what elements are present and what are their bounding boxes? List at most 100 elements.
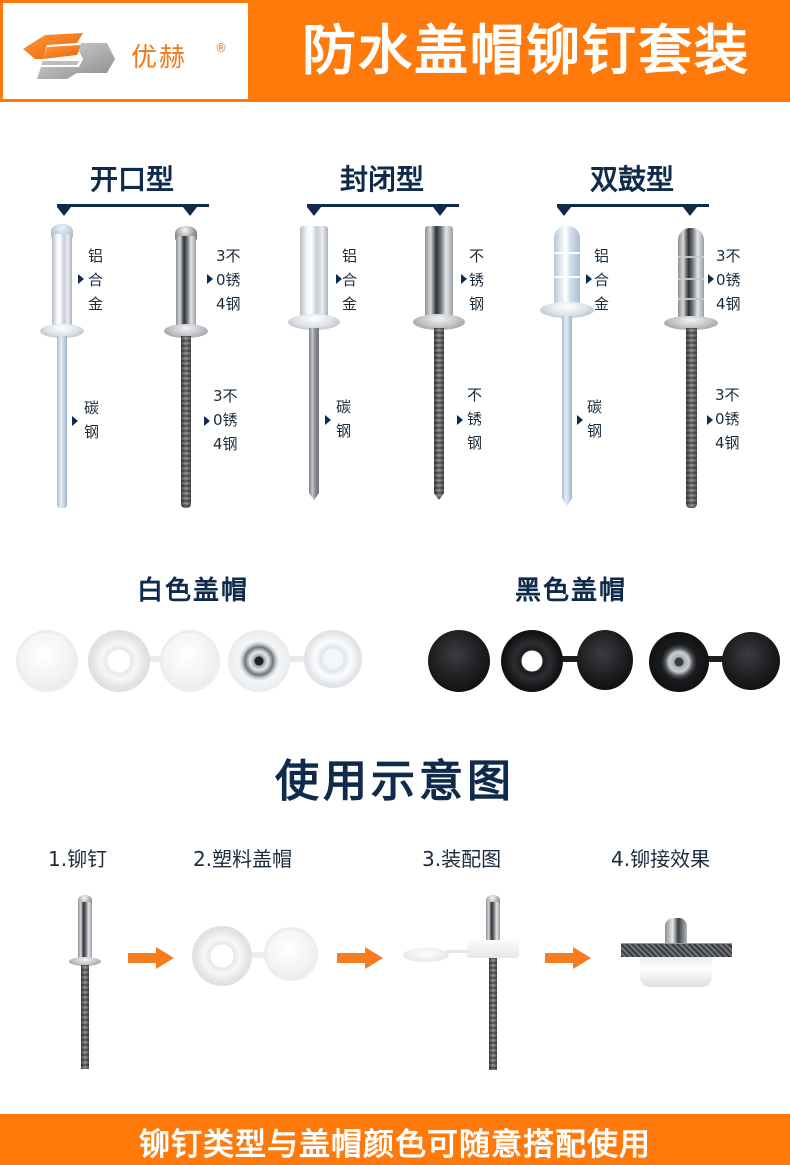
rivet-flange — [413, 314, 465, 330]
rivet-mandrel — [181, 336, 191, 508]
pointer-icon — [307, 207, 321, 216]
rivet-double-drum-aluminium: 铝 合 金 碳 钢 — [540, 220, 630, 520]
pointer-icon — [708, 274, 714, 284]
pointer-icon — [433, 207, 447, 216]
divider — [557, 204, 709, 207]
rivet-head — [486, 895, 500, 905]
pointer-icon — [57, 207, 71, 216]
arrow-right-icon — [128, 947, 176, 969]
head-material-label: 3不 0锈 4钢 — [716, 247, 741, 313]
rivet-body — [300, 226, 328, 322]
rivet-flange — [69, 957, 101, 966]
drum-band — [678, 278, 704, 280]
pointer-icon — [72, 416, 78, 426]
mandrel-material-label: 碳 钢 — [587, 398, 603, 440]
rivet-body — [78, 902, 92, 962]
rivet-head — [78, 895, 92, 905]
cap-hinge — [285, 656, 311, 662]
pointer-icon — [204, 416, 210, 426]
cap-hinge — [556, 656, 582, 662]
brand-logo-icon — [23, 33, 115, 79]
mandrel-material-label: 3不 0锈 4钢 — [715, 386, 740, 452]
pointer-icon — [457, 415, 463, 425]
drum-band — [554, 252, 580, 254]
white-cap-base — [192, 926, 252, 986]
cap-covering-mandrel — [640, 957, 712, 987]
black-cap-with-rivet — [649, 632, 709, 692]
arrow-right-icon — [545, 947, 593, 969]
black-cap-lid — [577, 630, 633, 690]
head-material-label: 铝 合 金 — [342, 247, 358, 313]
rivet-closed-aluminium: 铝 合 金 碳 钢 — [288, 220, 378, 520]
drum-band — [678, 256, 704, 258]
rivet-flange — [164, 324, 208, 338]
rivet-open-aluminium: 铝 合 金 碳 钢 — [40, 220, 120, 520]
cap-hinge — [705, 656, 731, 662]
group-title: 开口型 — [89, 163, 174, 196]
pointer-icon — [557, 207, 571, 216]
head-material-label: 铝 合 金 — [88, 247, 104, 313]
cap-hinge — [245, 952, 270, 958]
pointer-icon — [577, 415, 583, 425]
rivet-mandrel — [434, 328, 444, 500]
black-cap-base — [501, 630, 563, 692]
group-title: 双鼓型 — [589, 163, 674, 196]
rivet-flange — [40, 324, 84, 338]
white-cap-base — [88, 630, 150, 692]
white-cap-lid — [264, 927, 318, 981]
pointer-icon — [207, 274, 213, 284]
cap-lid-open — [403, 948, 449, 962]
divider — [57, 204, 209, 207]
rivet-mandrel — [562, 316, 572, 506]
header-banner: 优赫 ® 防水盖帽铆钉套装 — [0, 0, 790, 102]
head-material-label: 铝 合 金 — [594, 247, 610, 313]
rivet-mandrel — [81, 965, 89, 1069]
brand-logo: 优赫 ® — [3, 3, 248, 99]
usage-section-title: 使用示意图 — [275, 756, 515, 807]
white-cap-lid — [160, 630, 220, 692]
step-2-label: 2.塑料盖帽 — [193, 847, 293, 871]
pointer-icon — [78, 274, 84, 284]
pointer-icon — [586, 274, 592, 284]
rivet-body — [678, 228, 704, 318]
rivet-flange — [664, 316, 718, 330]
black-cap-lid-open — [722, 632, 780, 690]
white-cap-lid-open — [304, 630, 362, 688]
cap-hinge — [140, 656, 170, 662]
rivet-body — [176, 236, 196, 332]
rivet-closed-stainless: 不 锈 钢 不 锈 钢 — [413, 220, 503, 520]
pointer-icon — [707, 415, 713, 425]
arrow-right-icon — [337, 947, 385, 969]
white-caps-title: 白色盖帽 — [137, 576, 250, 606]
metal-sheet — [621, 943, 732, 957]
mandrel-material-label: 3不 0锈 4钢 — [213, 387, 238, 453]
footer-banner: 铆钉类型与盖帽颜色可随意搭配使用 — [0, 1114, 790, 1165]
mandrel-material-label: 碳 钢 — [336, 398, 352, 440]
pointer-icon — [325, 415, 331, 425]
footer-tagline: 铆钉类型与盖帽颜色可随意搭配使用 — [139, 1127, 651, 1163]
mandrel-material-label: 碳 钢 — [84, 399, 100, 441]
head-material-label: 不 锈 钢 — [469, 247, 485, 313]
rivet-body — [554, 226, 580, 310]
rivet-mandrel — [686, 328, 697, 508]
riveted-head — [665, 918, 687, 944]
rivet-double-drum-stainless: 3不 0锈 4钢 3不 0锈 4钢 — [662, 220, 762, 520]
mandrel-material-label: 不 锈 钢 — [467, 386, 483, 452]
group-title: 封闭型 — [339, 163, 424, 196]
drum-band — [554, 276, 580, 278]
page-title: 防水盖帽铆钉套装 — [302, 19, 750, 82]
pointer-icon — [461, 274, 467, 284]
pointer-icon — [183, 207, 197, 216]
drum-band — [678, 298, 704, 300]
head-material-label: 3不 0锈 4钢 — [216, 247, 241, 313]
rivet-open-stainless: 3不 0锈 4钢 3不 0锈 4钢 — [163, 220, 263, 520]
rivet-mandrel — [309, 328, 319, 500]
step-1-rivet-image — [66, 895, 106, 1075]
rivet-body — [425, 226, 453, 322]
brand-name: 优赫 — [131, 43, 188, 73]
rivet-flange — [540, 302, 594, 318]
registered-mark: ® — [215, 41, 227, 55]
rivet-flange — [288, 314, 340, 330]
divider — [307, 204, 459, 207]
rivet-mandrel — [489, 958, 497, 1070]
